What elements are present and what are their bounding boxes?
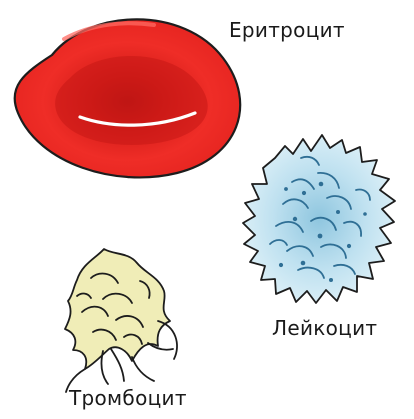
thrombocyte-icon [65,249,177,392]
leukocyte-icon [243,135,395,303]
erythrocyte-icon [15,19,241,177]
leukocyte-label: Лейкоцит [272,316,377,340]
erythrocyte-label: Еритроцит [229,18,345,42]
thrombocyte-label: Тромбоцит [69,386,187,410]
